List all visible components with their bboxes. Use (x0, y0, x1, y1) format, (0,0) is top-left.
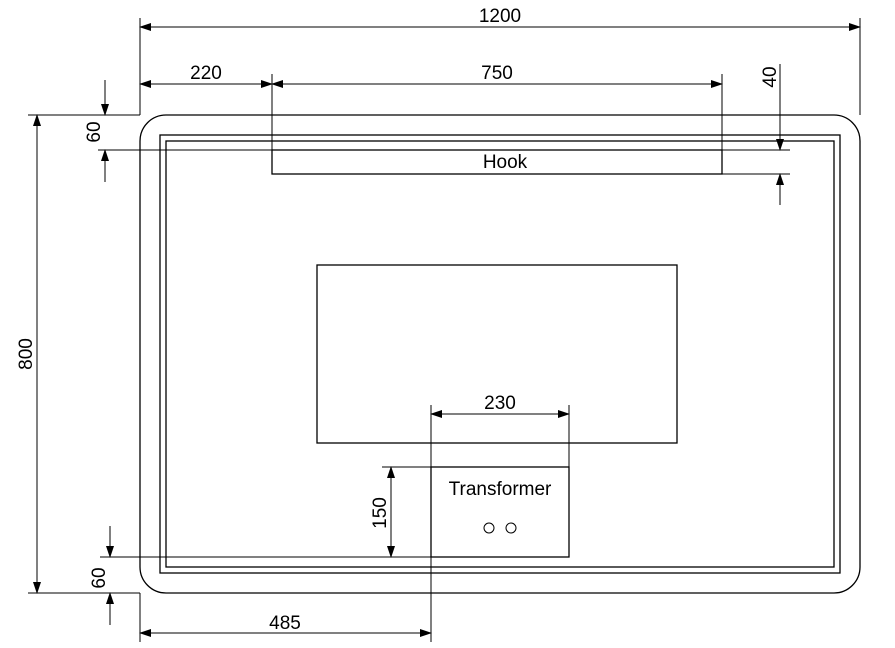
hook: Hook (271, 149, 723, 175)
center-panel (316, 264, 678, 444)
dimension-transformer-width: 230 (430, 393, 570, 467)
dimension-bottom-offset: 60 (89, 526, 431, 625)
dim-transformer-offset-text: 485 (269, 613, 301, 634)
dimension-overall-width: 1200 (139, 6, 861, 115)
dimension-overall-height: 800 (16, 114, 140, 594)
transformer-rect (430, 466, 570, 558)
transformer-terminal-right (505, 522, 517, 534)
dimension-hook-horizontal: 220 750 (139, 63, 723, 150)
hook-label: Hook (483, 152, 528, 173)
mirror-body (139, 114, 861, 594)
dim-hook-offset-text: 220 (190, 63, 222, 84)
dim-bottom-offset-text: 60 (89, 567, 110, 588)
dimension-hook-height: 40 (722, 64, 790, 205)
hook-rect (271, 149, 723, 175)
mirror-inner-frame-outer (159, 134, 841, 574)
dim-top-offset-text: 60 (84, 121, 105, 142)
dim-transformer-width-text: 230 (484, 393, 516, 414)
mirror-inner-frame-inner (165, 140, 835, 568)
dim-overall-width-text: 1200 (479, 6, 521, 27)
dimension-top-offset: 60 (84, 80, 272, 182)
dim-overall-height-text: 800 (16, 338, 37, 370)
mirror-outer-frame (139, 114, 861, 594)
dimension-transformer-offset: 485 (139, 557, 432, 642)
dim-hook-width-text: 750 (481, 63, 513, 84)
dimension-transformer-height: 150 (370, 466, 431, 558)
transformer-terminal-left (483, 522, 495, 534)
transformer-label: Transformer (449, 479, 552, 500)
dim-hook-height-text: 40 (760, 66, 781, 87)
transformer: Transformer (430, 466, 570, 558)
dim-transformer-height-text: 150 (370, 497, 391, 529)
